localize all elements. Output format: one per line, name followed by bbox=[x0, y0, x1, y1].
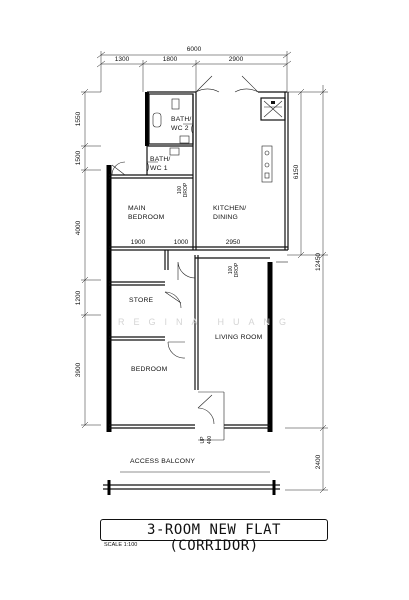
label-bath-wc1-line1: BATH/ bbox=[150, 156, 171, 163]
dim-left-5: 3900 bbox=[75, 362, 82, 377]
dim-right-lower: 2400 bbox=[315, 454, 322, 469]
label-bedroom: BEDROOM bbox=[131, 366, 168, 373]
title-box: 3-ROOM NEW FLAT (CORRIDOR) bbox=[100, 519, 328, 554]
top-dimensions bbox=[96, 51, 292, 92]
drop-1-label: DROP bbox=[183, 182, 189, 197]
dim-overall-width: 6000 bbox=[187, 46, 202, 53]
doors bbox=[111, 75, 288, 441]
dim-top-2: 1800 bbox=[163, 56, 178, 63]
label-main-bedroom-line1: MAIN bbox=[128, 205, 146, 212]
dim-top-1: 1300 bbox=[115, 56, 130, 63]
dim-right-upper: 6150 bbox=[293, 164, 300, 179]
drop-3-value: 400 bbox=[207, 436, 213, 445]
label-access-balcony: ACCESS BALCONY bbox=[130, 458, 195, 465]
dim-interior-2: 1000 bbox=[174, 239, 189, 246]
label-kitchen-dining-line1: KITCHEN/ bbox=[213, 205, 246, 212]
dim-left-4: 1200 bbox=[75, 290, 82, 305]
plan-title: 3-ROOM NEW FLAT (CORRIDOR) bbox=[147, 522, 281, 554]
dim-interior-3: 2950 bbox=[226, 239, 241, 246]
refuse-chute bbox=[260, 97, 286, 121]
wall-outlines bbox=[103, 91, 289, 495]
label-store: STORE bbox=[129, 297, 154, 304]
label-bath-wc2-line2: WC 2 bbox=[171, 125, 189, 132]
outer-walls bbox=[106, 92, 273, 432]
drop-2-label: DROP bbox=[234, 262, 240, 277]
dim-top-3: 2900 bbox=[229, 56, 244, 63]
label-living-room: LIVING ROOM bbox=[215, 334, 263, 341]
dim-interior-1: 1900 bbox=[131, 239, 146, 246]
left-dimensions bbox=[81, 88, 101, 429]
label-bath-wc2-line1: BATH/ bbox=[171, 116, 192, 123]
dim-left-2: 1500 bbox=[75, 150, 82, 165]
drop-2-value: 100 bbox=[228, 266, 234, 275]
drop-1-value: 100 bbox=[177, 186, 183, 195]
drop-3-up: UP bbox=[200, 436, 206, 444]
label-main-bedroom-line2: BEDROOM bbox=[128, 214, 165, 221]
fixtures bbox=[152, 97, 286, 183]
scale-label: SCALE 1:100 bbox=[104, 542, 138, 548]
dim-left-1: 1550 bbox=[75, 111, 82, 126]
label-bath-wc1-line2: WC 1 bbox=[150, 165, 168, 172]
watermark-text: REGINA HUANG bbox=[118, 317, 295, 327]
right-dimensions bbox=[285, 85, 328, 494]
dim-left-3: 4000 bbox=[75, 220, 82, 235]
label-kitchen-dining-line2: DINING bbox=[213, 214, 238, 221]
stove bbox=[261, 145, 273, 183]
dim-right-overall: 12450 bbox=[315, 253, 322, 271]
